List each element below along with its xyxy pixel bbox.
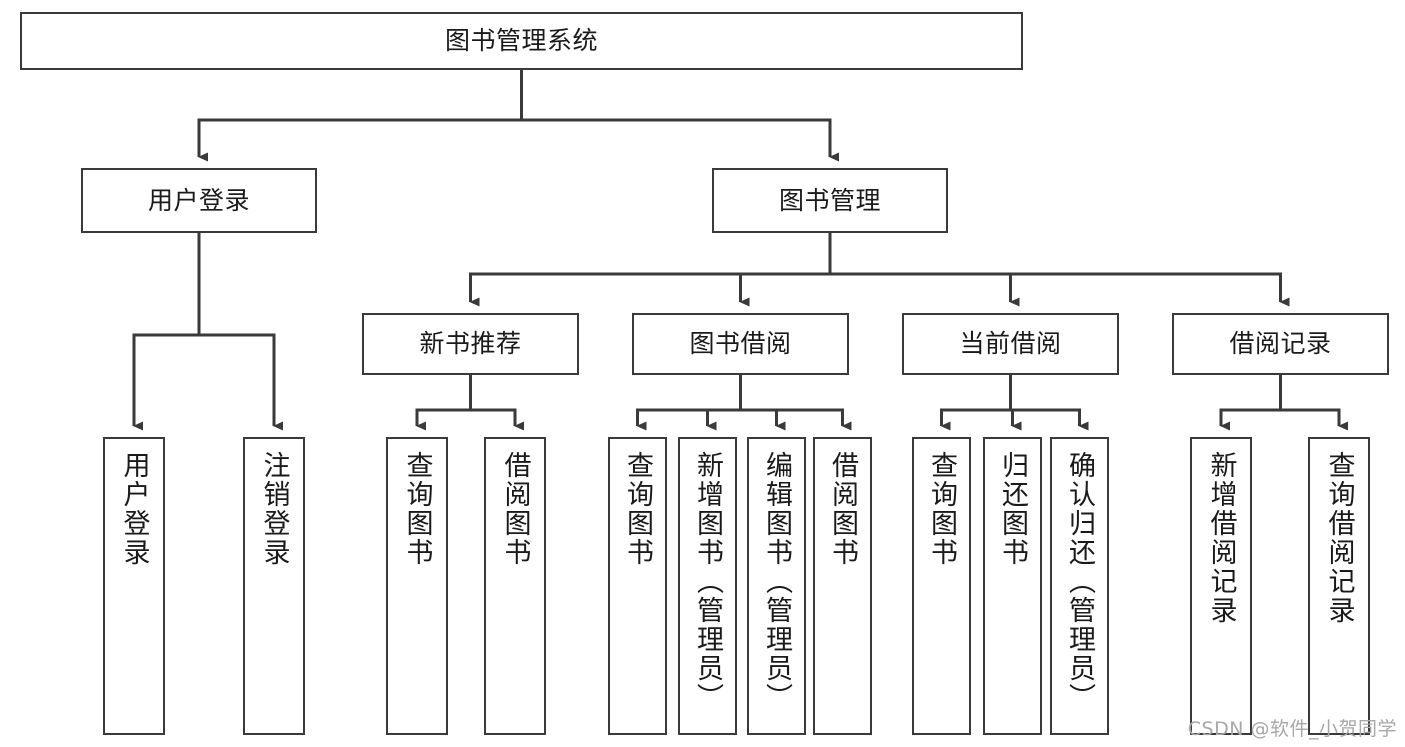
node-label-leaf-return-book: 归还图书 — [997, 451, 1028, 567]
node-leaf-logout[interactable]: 注销登录 — [243, 437, 305, 735]
node-label-leaf-borrow-book: 借阅图书 — [827, 451, 858, 567]
node-label-leaf-user-login: 用户登录 — [118, 451, 150, 567]
node-book-borrow[interactable]: 图书借阅 — [632, 313, 849, 375]
node-leaf-add-borrow-record[interactable]: 新增借阅记录 — [1190, 437, 1252, 735]
node-label-leaf-add-borrow-record: 新增借阅记录 — [1205, 451, 1237, 625]
node-label-leaf-confirm-return-admin: 确认归还（管理员） — [1064, 451, 1095, 712]
node-label-leaf-logout: 注销登录 — [258, 451, 290, 567]
node-leaf-query-book-recommend[interactable]: 查询图书 — [386, 437, 448, 735]
node-user-login[interactable]: 用户登录 — [81, 168, 317, 233]
node-label-leaf-edit-book-admin: 编辑图书（管理员） — [761, 451, 792, 712]
node-label-book-borrow: 图书借阅 — [689, 329, 792, 359]
node-leaf-query-book-current[interactable]: 查询图书 — [912, 437, 971, 735]
node-leaf-query-borrow-record[interactable]: 查询借阅记录 — [1308, 437, 1370, 735]
node-leaf-borrow-book-recommend[interactable]: 借阅图书 — [484, 437, 546, 735]
node-root[interactable]: 图书管理系统 — [20, 12, 1023, 70]
node-leaf-borrow-book[interactable]: 借阅图书 — [813, 437, 872, 735]
node-label-current-borrow: 当前借阅 — [959, 329, 1062, 359]
node-leaf-user-login[interactable]: 用户登录 — [103, 437, 165, 735]
node-leaf-confirm-return-admin[interactable]: 确认归还（管理员） — [1050, 437, 1109, 735]
node-book-management[interactable]: 图书管理 — [712, 168, 948, 233]
node-leaf-return-book[interactable]: 归还图书 — [983, 437, 1042, 735]
node-label-new-book-recommend: 新书推荐 — [419, 329, 522, 359]
node-new-book-recommend[interactable]: 新书推荐 — [362, 313, 579, 375]
node-label-leaf-query-borrow-record: 查询借阅记录 — [1323, 451, 1355, 625]
node-leaf-query-book-borrow[interactable]: 查询图书 — [608, 437, 667, 735]
node-leaf-add-book-admin[interactable]: 新增图书（管理员） — [678, 437, 737, 735]
node-label-leaf-add-book-admin: 新增图书（管理员） — [692, 451, 723, 712]
node-label-leaf-borrow-book-recommend: 借阅图书 — [499, 451, 531, 567]
node-label-leaf-query-book-borrow: 查询图书 — [622, 451, 653, 567]
node-label-root: 图书管理系统 — [444, 26, 598, 56]
node-label-book-management: 图书管理 — [778, 185, 881, 215]
node-label-leaf-query-book-current: 查询图书 — [926, 451, 957, 567]
node-label-leaf-query-book-recommend: 查询图书 — [401, 451, 433, 567]
node-current-borrow[interactable]: 当前借阅 — [902, 313, 1119, 375]
node-label-borrow-record: 借阅记录 — [1229, 329, 1332, 359]
node-leaf-edit-book-admin[interactable]: 编辑图书（管理员） — [747, 437, 806, 735]
node-label-user-login: 用户登录 — [147, 185, 250, 215]
node-borrow-record[interactable]: 借阅记录 — [1172, 313, 1389, 375]
